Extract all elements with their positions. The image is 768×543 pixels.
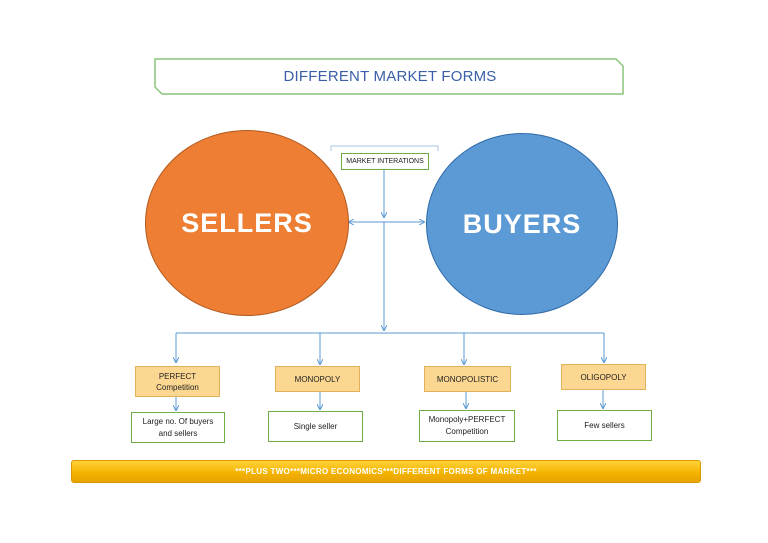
monopoly-box: MONOPOLY — [275, 366, 360, 392]
sellers-circle: SELLERS — [145, 130, 349, 316]
monopoly-description: Single seller — [268, 411, 363, 442]
perfect-competition-box: PERFECT Competition — [135, 366, 220, 397]
title-frame — [154, 58, 624, 95]
sellers-label: SELLERS — [181, 207, 313, 238]
diagram-title: DIFFERENT MARKET FORMS — [283, 68, 497, 85]
perfect-competition-description: Large no. Of buyers and sellers — [131, 412, 225, 443]
oligopoly-description: Few sellers — [557, 410, 652, 441]
footer-banner: ***PLUS TWO***MICRO ECONOMICS***DIFFEREN… — [71, 460, 701, 483]
monopolistic-box: MONOPOLISTIC — [424, 366, 511, 392]
buyers-label: BUYERS — [462, 208, 582, 239]
market-interactions-box: MARKET INTERATIONS — [341, 153, 429, 170]
buyers-circle: BUYERS — [426, 133, 618, 315]
monopolistic-description: Monopoly+PERFECT Competition — [419, 410, 515, 442]
oligopoly-box: OLIGOPOLY — [561, 364, 646, 390]
